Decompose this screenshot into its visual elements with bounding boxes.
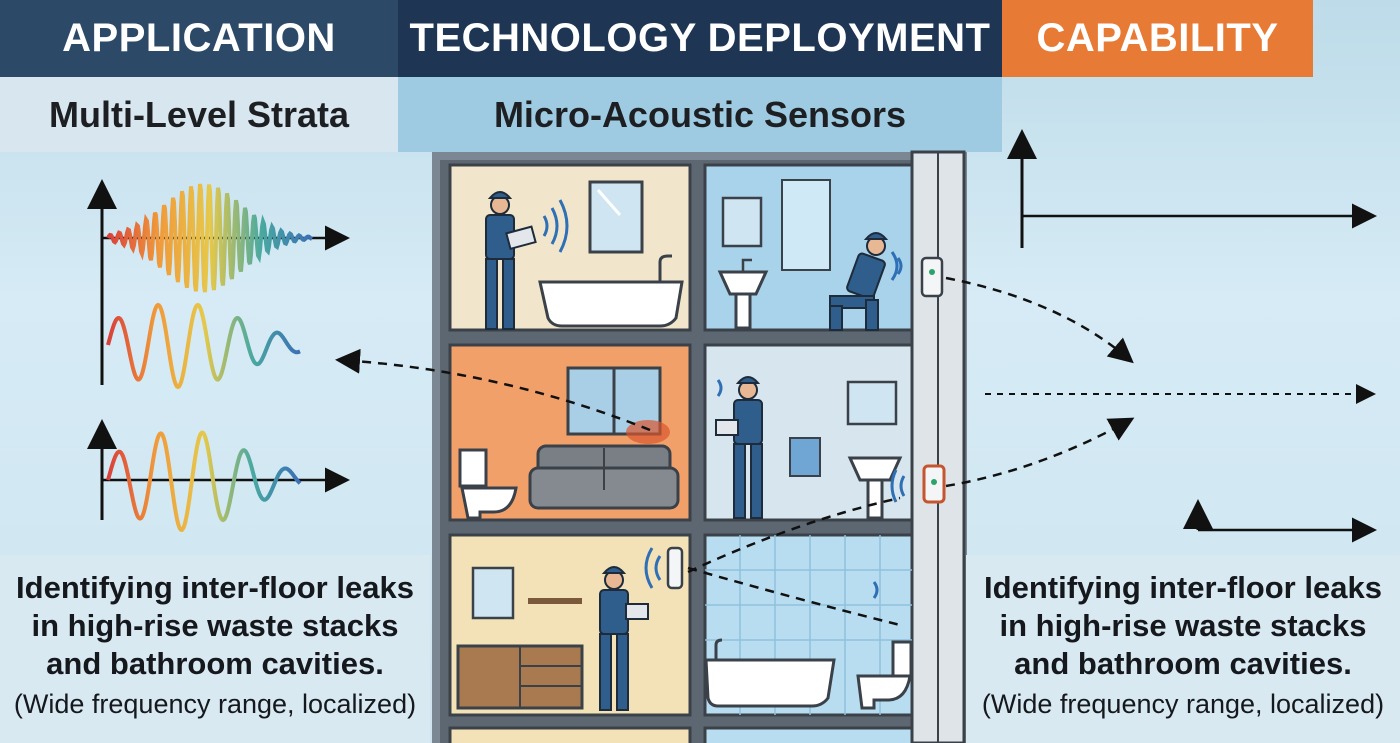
building-cross-section xyxy=(432,150,967,743)
acoustic-sensor-icon xyxy=(922,464,946,504)
technician-icon xyxy=(829,232,889,331)
leak-stain xyxy=(626,420,670,444)
right-note: (Wide frequency range, localized) xyxy=(981,689,1385,719)
right-description-panel: Identifying inter-floor leaks in high-ri… xyxy=(966,555,1400,743)
header-application: APPLICATION xyxy=(0,0,398,77)
bathtub-icon xyxy=(704,638,836,708)
window-icon xyxy=(566,366,662,436)
toilet-icon xyxy=(458,448,518,520)
left-waveforms xyxy=(87,179,350,532)
sofa-icon xyxy=(528,444,680,510)
right-description: Identifying inter-floor leaks in high-ri… xyxy=(984,570,1382,681)
sink-icon xyxy=(847,456,903,520)
technician-icon xyxy=(485,191,537,330)
acoustic-sensor-icon xyxy=(920,256,944,298)
bathtub-icon xyxy=(538,254,684,328)
waveform-icon xyxy=(87,419,350,532)
waveform-icon xyxy=(985,290,1377,543)
left-description-panel: Identifying inter-floor leaks in high-ri… xyxy=(0,555,430,743)
waveform-icon xyxy=(87,179,350,310)
technician-icon xyxy=(599,566,649,711)
right-waveforms xyxy=(985,129,1377,543)
acoustic-sensor-icon xyxy=(666,546,684,590)
header-capability: CAPABILITY xyxy=(1002,0,1313,77)
towel xyxy=(789,437,821,477)
signal-connectors xyxy=(335,276,1135,627)
subheader-multi-level-strata: Multi-Level Strata xyxy=(0,77,398,152)
window-icon xyxy=(588,180,644,254)
left-note: (Wide frequency range, localized) xyxy=(13,689,417,719)
sink-icon xyxy=(717,258,769,330)
vanity-cabinet xyxy=(456,598,584,710)
sound-wave-icon xyxy=(542,199,906,599)
subheader-micro-acoustic-sensors: Micro-Acoustic Sensors xyxy=(398,77,1002,152)
mirror-icon xyxy=(471,196,898,620)
waveform-icon xyxy=(1007,129,1377,274)
toilet-icon xyxy=(856,640,913,710)
technician-icon xyxy=(715,376,763,519)
header-technology-deployment: TECHNOLOGY DEPLOYMENT xyxy=(398,0,1002,77)
left-description: Identifying inter-floor leaks in high-ri… xyxy=(16,570,414,681)
waveform-icon xyxy=(100,302,301,390)
